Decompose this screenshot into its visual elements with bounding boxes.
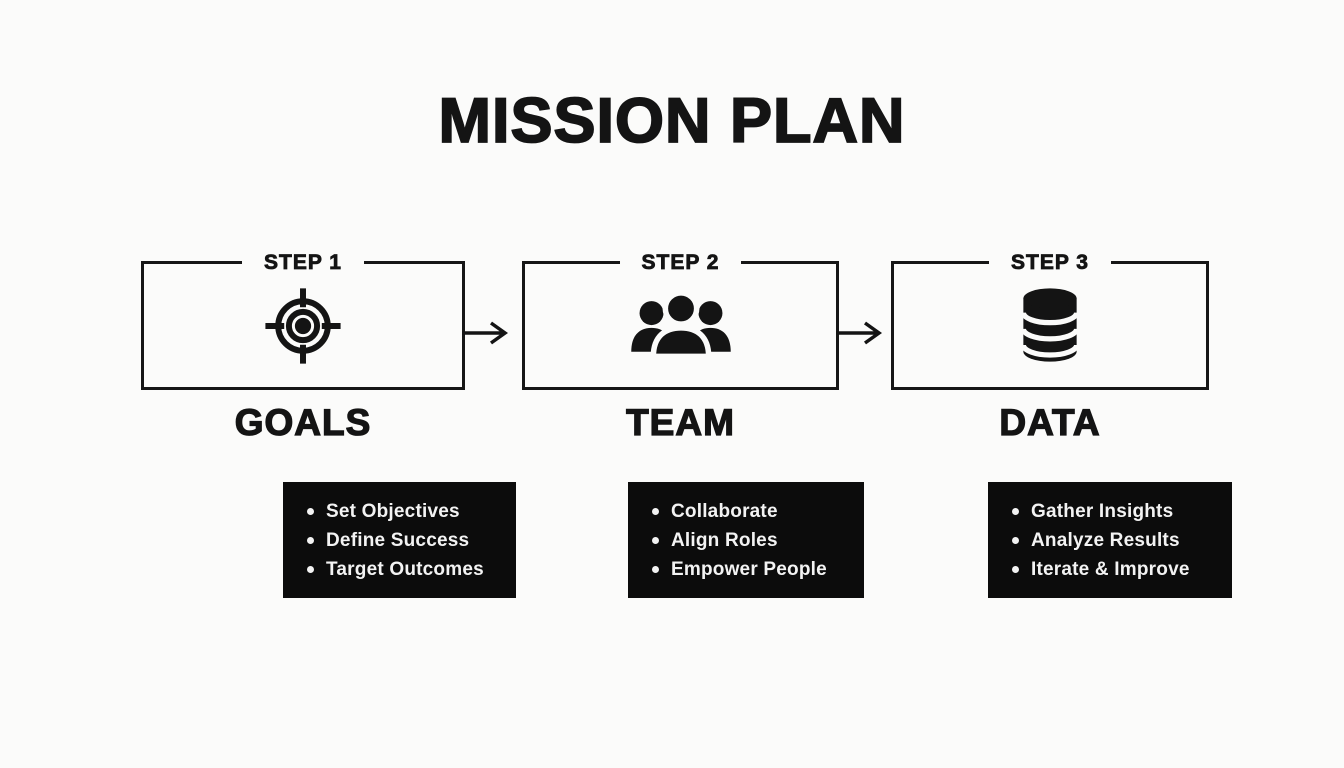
target-icon: [262, 285, 344, 367]
step-3-bullet-panel: Gather Insights Analyze Results Iterate …: [988, 482, 1232, 598]
bullet-text: Define Success: [326, 529, 470, 551]
step-2-name: TEAM: [625, 402, 735, 443]
bullet-dot-icon: [307, 537, 314, 544]
list-item: Target Outcomes: [307, 555, 506, 584]
list-item: Gather Insights: [1012, 497, 1222, 526]
step-2-label: STEP 2: [619, 248, 742, 278]
bullet-text: Collaborate: [671, 500, 778, 522]
arrow-right-icon: [462, 320, 512, 346]
bullet-text: Target Outcomes: [326, 558, 484, 580]
list-item: Align Roles: [652, 526, 854, 555]
step-3-box: STEP 3: [891, 248, 1209, 390]
page-title: MISSION PLAN: [438, 86, 906, 156]
bullet-dot-icon: [307, 508, 314, 515]
database-icon: [1019, 287, 1081, 365]
step-1-name: GOALS: [234, 402, 372, 443]
bullet-dot-icon: [652, 537, 659, 544]
step-3-label: STEP 3: [989, 248, 1111, 278]
arrow-right-icon: [836, 320, 886, 346]
bullet-text: Iterate & Improve: [1031, 558, 1190, 580]
step-2-box: STEP 2: [522, 248, 839, 390]
bullet-text: Analyze Results: [1031, 529, 1180, 551]
bullet-dot-icon: [1012, 508, 1019, 515]
bullet-dot-icon: [1012, 537, 1019, 544]
bullet-dot-icon: [652, 508, 659, 515]
bullet-text: Empower People: [671, 558, 827, 580]
step-2-bullet-panel: Collaborate Align Roles Empower People: [628, 482, 864, 598]
step-1-bullet-panel: Set Objectives Define Success Target Out…: [283, 482, 516, 598]
list-item: Empower People: [652, 555, 854, 584]
bullet-dot-icon: [307, 566, 314, 573]
team-group-icon: [629, 290, 733, 361]
step-3-name: DATA: [999, 402, 1101, 443]
bullet-text: Gather Insights: [1031, 500, 1174, 522]
list-item: Set Objectives: [307, 497, 506, 526]
bullet-dot-icon: [1012, 566, 1019, 573]
list-item: Define Success: [307, 526, 506, 555]
list-item: Analyze Results: [1012, 526, 1222, 555]
list-item: Iterate & Improve: [1012, 555, 1222, 584]
step-1-box: STEP 1: [141, 248, 465, 390]
list-item: Collaborate: [652, 497, 854, 526]
bullet-text: Set Objectives: [326, 500, 460, 522]
step-1-label: STEP 1: [242, 248, 364, 278]
bullet-text: Align Roles: [671, 529, 778, 551]
bullet-dot-icon: [652, 566, 659, 573]
